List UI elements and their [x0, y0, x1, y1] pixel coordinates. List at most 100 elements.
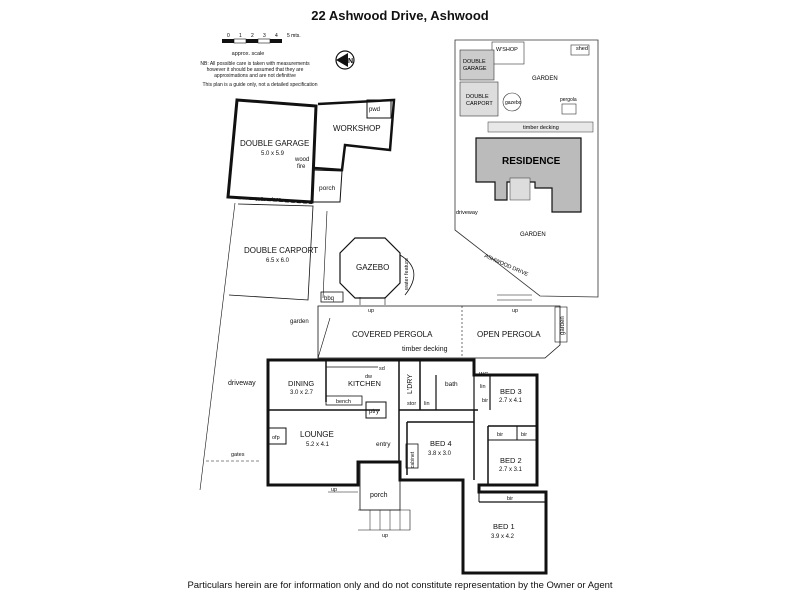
stor-label: stor [407, 401, 416, 407]
roller-door [236, 197, 313, 204]
bir-label: bir [521, 432, 527, 438]
house-walls [266, 358, 548, 575]
porch-label: porch [370, 492, 388, 499]
bed2-dim: 2.7 x 3.1 [499, 467, 523, 473]
bbq-label: bbq [324, 296, 334, 302]
kitchen-label: KITCHEN [348, 379, 381, 388]
ofp-label: ofp [272, 435, 280, 441]
scale-note-2: however it should be assumed that they a… [206, 67, 304, 73]
workshop-label: WORKSHOP [333, 124, 381, 133]
carport-outline [228, 203, 314, 301]
north-label: N [348, 58, 353, 65]
scale-tick: 3 [263, 33, 266, 39]
double-carport-label: DOUBLE CARPORT [244, 246, 318, 255]
bbq-box [320, 291, 344, 303]
bed1-label: BED 1 [493, 522, 515, 531]
site-residence [475, 137, 582, 213]
bir-label: bir [497, 432, 503, 438]
cabinet-box [405, 443, 419, 469]
garage-porch [312, 169, 343, 203]
scale-note-3: approximations and are not definitive [214, 73, 296, 79]
north-arrow-icon: N [335, 50, 355, 70]
garden-label: garden [560, 316, 566, 335]
scale-tick: 0 [227, 33, 230, 39]
site-pergola [561, 103, 577, 115]
site-street-label: ASHWOOD DRIVE [483, 253, 529, 278]
bir-label: bir [482, 398, 488, 404]
site-boundary [454, 39, 599, 298]
sd-label: sd [379, 366, 385, 372]
laundry-label: L'DRY [407, 374, 414, 394]
site-plan: shed W'SHOP DOUBLE GARAGE DOUBLE CARPORT… [454, 39, 599, 298]
site-shed-label: shed [576, 46, 588, 52]
up-label: up [382, 533, 388, 539]
site-workshop [491, 41, 525, 65]
pergola-outline [317, 305, 561, 359]
scale-tick: 4 [275, 33, 278, 39]
up-label: up [368, 308, 374, 314]
gazebo-label: GAZEBO [356, 263, 389, 272]
workshop-walls [313, 98, 396, 172]
pantry [365, 401, 387, 419]
site-garden-label: GARDEN [532, 76, 558, 82]
lin-label: lin [424, 401, 430, 407]
covered-pergola-label: COVERED PERGOLA [352, 330, 433, 339]
main-plan [199, 98, 568, 575]
scale-tick: 1 [239, 33, 242, 39]
dining-label: DINING [288, 379, 314, 388]
bench-label: bench [336, 399, 351, 405]
garden-label: garden [290, 319, 309, 325]
pwd-label: pwd [369, 107, 380, 113]
garage-porch-label: porch [319, 185, 336, 192]
porch-outline [359, 461, 401, 511]
water-feature-label: water feature [404, 258, 410, 291]
water-feature [399, 254, 415, 296]
scale-note-4: This plan is a guide only, not a detaile… [202, 82, 318, 88]
wc-label: WC [479, 372, 488, 378]
dining-dim: 3.0 x 2.7 [290, 390, 314, 396]
lounge-label: LOUNGE [300, 430, 334, 439]
site-decking [487, 121, 594, 133]
fireplace-box [267, 427, 287, 445]
up-label: up [331, 487, 337, 493]
garden-right-box [554, 306, 568, 343]
lin-label: lin [480, 384, 486, 390]
bir-label: bir [507, 496, 513, 502]
entry-label: entry [376, 441, 391, 448]
driveway-label: driveway [228, 380, 256, 387]
open-pergola-label: OPEN PERGOLA [477, 330, 541, 339]
ptry-label: ptry [369, 409, 379, 415]
bed2-label: BED 2 [500, 456, 522, 465]
scale-tick: 2 [251, 33, 254, 39]
site-decking-label: timber decking [523, 125, 559, 131]
site-driveway-label: driveway [456, 210, 478, 216]
pwd-room [366, 99, 392, 119]
site-residence-label: RESIDENCE [502, 156, 561, 167]
plan-title: 22 Ashwood Drive, Ashwood [311, 8, 489, 23]
site-carport-label: DOUBLE [466, 94, 489, 100]
bed4-dim: 3.8 x 3.0 [428, 451, 452, 457]
site-wshop-label: W'SHOP [496, 47, 518, 53]
site-double-carport [459, 81, 499, 117]
site-carport-label: CARPORT [466, 101, 493, 107]
kitchen-bench [325, 395, 363, 406]
bath-label: bath [445, 381, 458, 388]
site-shed [570, 44, 590, 56]
scale-bar: 0 1 2 3 4 5 mts. [222, 33, 301, 44]
disclaimer-footer: Particulars herein are for information o… [187, 580, 613, 591]
bed4-label: BED 4 [430, 439, 452, 448]
double-carport-dim: 6.5 x 6.0 [266, 258, 290, 264]
cabinet-label: cabinet [410, 451, 416, 468]
main-plan-labels: DOUBLE GARAGE 5.0 x 5.9 WORKSHOP pwd woo… [228, 107, 566, 540]
bed3-label: BED 3 [500, 387, 522, 396]
up-label: up [512, 308, 518, 314]
scale-tick: 5 mts. [287, 33, 301, 39]
site-garage-label: GARAGE [463, 66, 487, 72]
scale-note-1: NB: All possible care is taken with meas… [200, 61, 310, 67]
gates-label: gates [231, 452, 245, 458]
bed1-dim: 3.9 x 4.2 [491, 534, 515, 540]
site-gazebo [502, 92, 522, 112]
roller-door-label: roller door [256, 197, 281, 203]
site-gazebo-label: gazebo [505, 100, 522, 106]
